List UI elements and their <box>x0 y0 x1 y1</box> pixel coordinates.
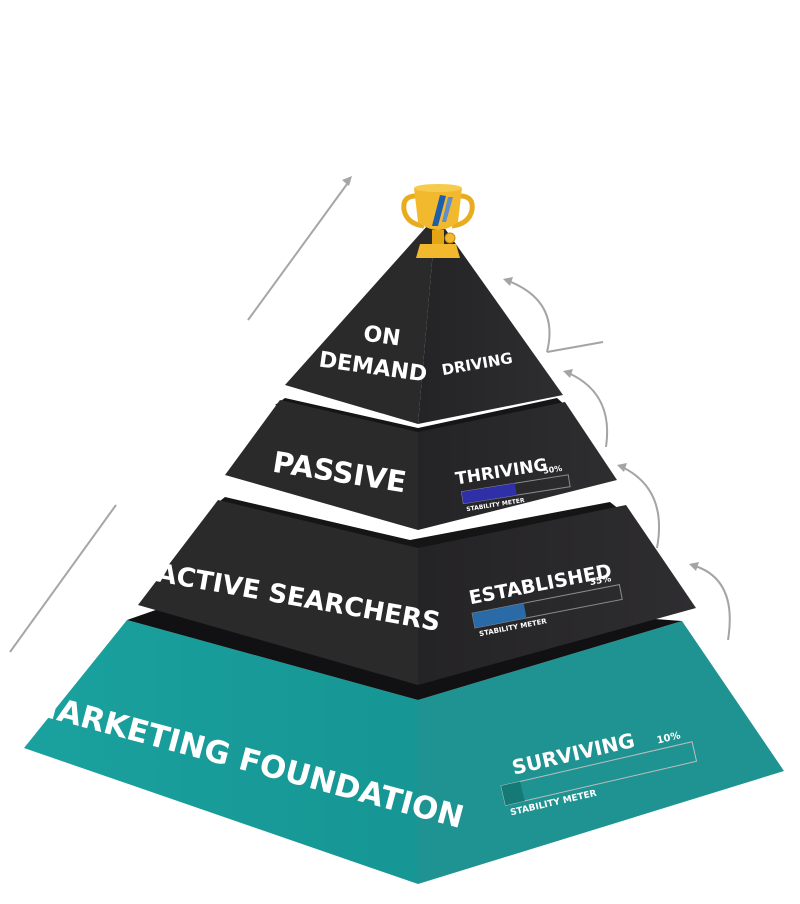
tier-marketing-foundation-meter-percent: 10% <box>656 730 682 746</box>
tier-active-searchers-left-face <box>138 500 418 685</box>
curved-arrow-icon <box>691 564 731 641</box>
tier-marketing-foundation-meter-fill <box>501 781 525 806</box>
tier-on-demand <box>285 216 563 424</box>
curved-arrow-icon <box>505 279 551 353</box>
progress-arrow-heads <box>503 277 699 571</box>
tier-on-demand-right-face <box>418 216 563 424</box>
tier-active-searchers-right-face <box>418 505 696 685</box>
trophy-icon <box>401 184 475 258</box>
curved-arrow-icon <box>619 465 661 549</box>
curved-arrow-icon <box>565 371 609 448</box>
tier-passive-left-face <box>225 400 418 530</box>
growth-line-upper <box>247 179 351 321</box>
tier-on-demand-left-face <box>285 216 436 424</box>
tier-marketing-foundation <box>24 620 784 884</box>
arrow-up-right-icon <box>342 176 352 186</box>
tier-marketing-foundation-left-face <box>24 620 418 884</box>
tier-passive-meter-fill <box>461 483 517 504</box>
tier-passive-meter-percent: 50% <box>542 464 562 476</box>
progress-arrows <box>505 279 731 641</box>
tier-active-searchers-meter-fill <box>472 603 527 628</box>
tier-active-searchers <box>138 497 696 685</box>
growth-line-lower <box>9 504 117 653</box>
tier-active-searchers-meter-percent: 35% <box>589 574 612 588</box>
tier-marketing-foundation-right-face <box>418 621 784 884</box>
tier-on-demand-name-line1: ON <box>362 322 402 352</box>
